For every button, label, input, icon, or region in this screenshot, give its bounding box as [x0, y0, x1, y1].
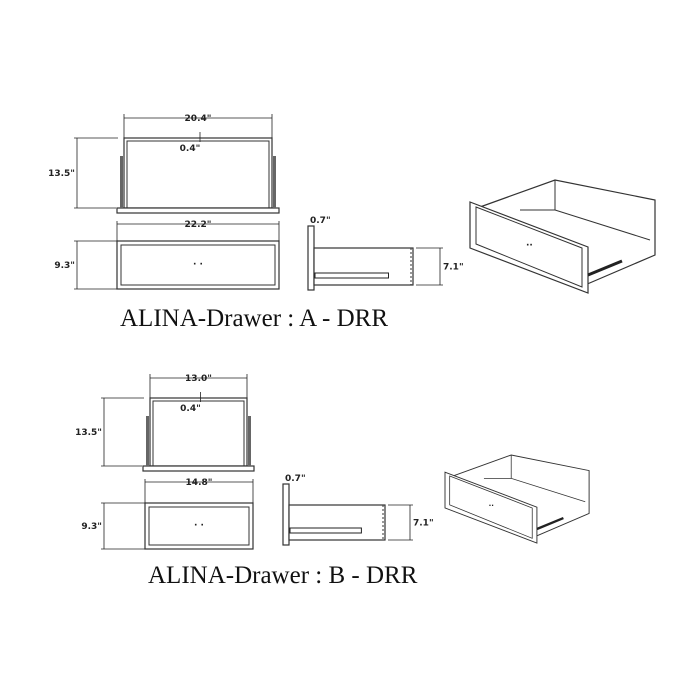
isometric-view: ·· [444, 454, 590, 544]
front-panel-inset [148, 506, 250, 546]
top-view: 20.4" 0.4" 13.5" [48, 114, 280, 214]
front-view: · · 14.8" 9.3" [81, 478, 254, 550]
slide-rail-side [314, 272, 389, 279]
front-width-label: 22.2" [185, 220, 212, 230]
drawer-b-group: 13.0" 0.4" 13.5" · · 14.8" 9.3" 0.7" 7.1" ·· ALIN… [75, 374, 590, 589]
drawer-a-group: 20.4" 0.4" 13.5" · · 22.2" 9.3" 0.7" 7.1" ·· ALIN… [48, 114, 656, 332]
left-slide-rail [120, 156, 123, 208]
iso-front-panel [469, 201, 589, 294]
front-view: · · 22.2" 9.3" [54, 220, 280, 290]
front-width-label: 14.8" [186, 478, 213, 488]
top-view: 13.0" 0.4" 13.5" [75, 374, 255, 472]
handle-holes: · · [193, 260, 203, 270]
left-slide-rail [146, 416, 149, 466]
box-height-label: 7.1" [443, 263, 464, 273]
drawer-box-outline [149, 397, 248, 467]
iso-front-inset [449, 475, 533, 539]
drawer-front-edge [116, 207, 280, 214]
iso-slide-rail [536, 517, 564, 531]
drawer-front-edge [142, 465, 255, 472]
side-view: 0.7" 7.1" [307, 216, 464, 291]
drawer-box-outline [123, 137, 273, 209]
front-height-label: 9.3" [81, 522, 102, 532]
right-slide-rail [248, 416, 251, 466]
handle-holes: · · [194, 521, 204, 531]
drawer-box-side [288, 504, 386, 541]
front-panel-side [307, 225, 315, 291]
wall-thickness-label: 0.4" [180, 144, 201, 154]
slide-rail-side [289, 527, 362, 534]
wall-thickness-label: 0.4" [180, 404, 201, 414]
top-width-label: 20.4" [185, 114, 212, 124]
front-panel [144, 502, 254, 550]
isometric-view: ·· [469, 179, 656, 294]
side-view: 0.7" 7.1" [282, 474, 434, 546]
top-width-label: 13.0" [185, 374, 212, 384]
iso-slide-rail [587, 259, 623, 277]
drawer-box-side [313, 247, 414, 286]
front-panel [116, 240, 280, 290]
iso-handle-holes: ·· [526, 241, 533, 251]
front-thickness-label: 0.7" [285, 474, 306, 484]
front-panel-inset [120, 244, 276, 286]
iso-handle-holes: ·· [489, 501, 494, 510]
depth-label: 13.5" [48, 169, 75, 179]
depth-label: 13.5" [75, 428, 102, 438]
front-thickness-label: 0.7" [310, 216, 331, 226]
front-height-label: 9.3" [54, 261, 75, 271]
front-panel-side [282, 483, 290, 546]
drawer-title: ALINA-Drawer : B - DRR [148, 562, 418, 589]
drawer-title: ALINA-Drawer : A - DRR [120, 305, 388, 332]
iso-front-panel [444, 471, 538, 544]
box-height-label: 7.1" [413, 519, 434, 529]
iso-front-inset [475, 206, 583, 288]
right-slide-rail [273, 156, 276, 208]
